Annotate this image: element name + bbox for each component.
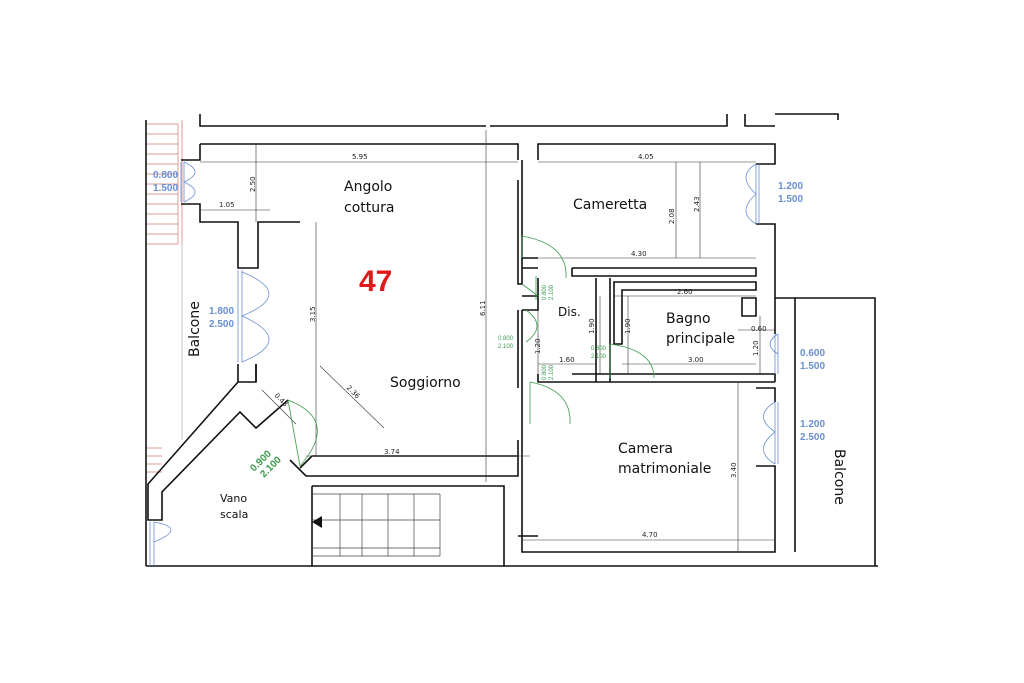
room-label-balcone-right: Balcone [831,449,847,505]
dim-label: 4.70 [642,531,658,539]
window-width: 0.600 [800,348,825,359]
room-label-scala: scala [220,508,248,521]
dim-label: 1.90 [588,318,596,334]
windows [149,161,779,566]
dim-label: 1.60 [559,356,575,364]
right-rooms-walls [518,143,876,566]
door-labels: 0.900 2.100 0.800 2.100 0.800 2.100 0.80… [248,284,606,480]
room-label-camera: Camera [618,441,673,457]
dim-label: 1.05 [219,201,235,209]
dim-label: 2.60 [677,288,693,296]
door-width: 0.800 [591,346,607,352]
dim-label: 3.00 [688,356,704,364]
window-width: 0.800 [153,170,178,181]
room-label-bagno: Bagno [666,311,711,327]
door-width: 0.800 [542,364,548,380]
window-width: 1.800 [209,306,234,317]
room-label-cottura: cottura [344,200,394,216]
room-label-vano: Vano [220,492,247,505]
room-label-principale: principale [666,331,735,347]
room-label-soggiorno: Soggiorno [390,375,461,391]
window-height: 1.500 [153,183,178,194]
dim-label: 6.11 [479,300,487,316]
dim-label: 2.50 [249,176,257,192]
door-height: 2.100 [549,364,555,380]
door-width: 0.800 [498,336,514,342]
dim-label: 2.43 [693,196,701,212]
window-height: 2.500 [800,432,825,443]
door-height: 2.100 [591,354,607,360]
window-height: 2.500 [209,319,234,330]
room-label-cameretta: Cameretta [573,197,647,213]
window-height: 1.500 [800,361,825,372]
unit-number: 47 [359,265,392,298]
dim-label: 1.20 [534,338,542,354]
living-area-walls [147,143,523,521]
door-height: 2.100 [498,344,514,350]
dim-label: 3.74 [384,448,400,456]
door-height: 2.100 [549,284,555,300]
room-label-matrimoniale: matrimoniale [618,461,711,477]
dim-label: 3.15 [309,306,317,322]
building-outline [146,113,878,567]
dim-label: 3.40 [730,462,738,478]
dim-label: 1.90 [624,318,632,334]
dim-label: 2.08 [668,208,676,224]
window-width: 1.200 [800,419,825,430]
window-labels: 0.800 1.500 1.200 1.500 1.800 2.500 0.60… [153,170,825,443]
dim-label: 5.95 [352,153,368,161]
window-width: 1.200 [778,181,803,192]
window-height: 1.500 [778,194,803,205]
dim-label: 0.60 [751,325,767,333]
room-label-balcone-left: Balcone [187,301,203,357]
stair-direction-arrow [312,516,322,528]
dim-label: 4.05 [638,153,654,161]
room-label-dis: Dis. [558,305,581,319]
left-balcony-rail [145,120,183,566]
doors [287,235,655,467]
door-width: 0.800 [542,284,548,300]
dimension-lines [200,130,776,552]
room-label-angolo: Angolo [344,179,392,195]
dim-label: 1.20 [752,340,760,356]
dim-label: 4.30 [631,250,647,258]
staircase [311,485,505,566]
